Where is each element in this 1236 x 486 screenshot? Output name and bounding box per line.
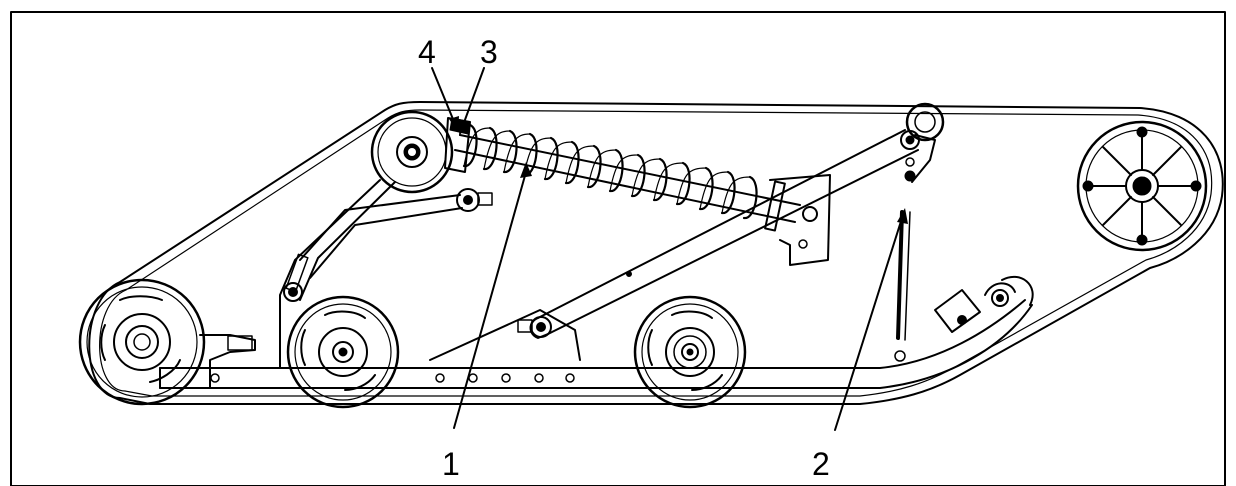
arrowhead-2 bbox=[897, 208, 908, 224]
front-rail-bracket bbox=[934, 282, 1016, 333]
figure-frame bbox=[10, 11, 1226, 486]
rail-holes bbox=[210, 350, 906, 383]
arrowhead-4 bbox=[449, 116, 459, 132]
middle-wheel-1 bbox=[286, 295, 400, 409]
leader-lines bbox=[431, 67, 903, 431]
leader-line-3 bbox=[461, 67, 485, 129]
upper-idler-wheel bbox=[370, 110, 454, 194]
coil-spring bbox=[462, 123, 786, 232]
front-pivot bbox=[900, 102, 945, 183]
middle-wheel-2 bbox=[633, 295, 747, 409]
callout-3: 3 bbox=[480, 34, 498, 70]
leader-line-2 bbox=[834, 217, 903, 431]
track-belt-inner bbox=[99, 109, 1213, 397]
leader-arrowheads bbox=[449, 116, 908, 224]
rear-bracket bbox=[199, 334, 256, 389]
rear-idler-wheel bbox=[1076, 120, 1208, 252]
limiter-strap bbox=[896, 210, 911, 341]
track-belt bbox=[88, 101, 1224, 405]
callout-2: 2 bbox=[812, 446, 830, 482]
callout-4: 4 bbox=[418, 34, 436, 70]
slide-rail bbox=[159, 275, 1034, 389]
front-arm bbox=[279, 179, 493, 369]
shock-body bbox=[454, 134, 831, 266]
arrowhead-3 bbox=[459, 120, 469, 136]
arrowhead-1 bbox=[520, 162, 532, 178]
rear-adjuster bbox=[227, 335, 253, 351]
rear-wheel-left bbox=[78, 278, 206, 406]
leader-line-1 bbox=[453, 171, 527, 429]
callout-1: 1 bbox=[442, 446, 460, 482]
leader-line-4 bbox=[431, 67, 456, 125]
rear-arm bbox=[429, 129, 919, 361]
